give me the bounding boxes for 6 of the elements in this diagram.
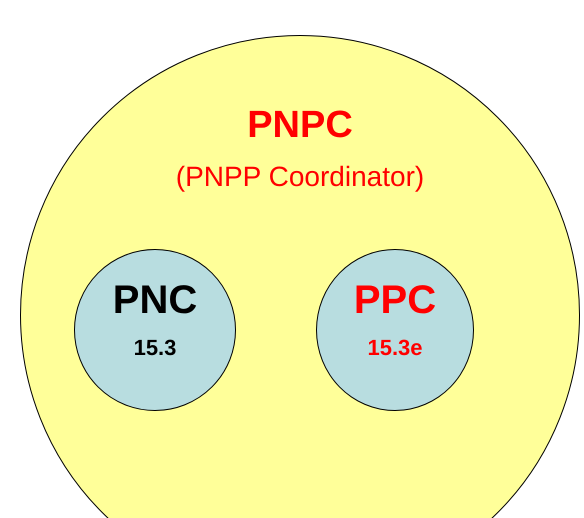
subtitle-text: (PNPP Coordinator) xyxy=(176,161,424,193)
title-text: PNPC xyxy=(247,104,353,147)
node-label: PNC xyxy=(112,278,198,323)
node-label: PPC xyxy=(354,278,436,323)
node-number: 15.3 xyxy=(134,335,176,361)
node-number: 15.3e xyxy=(367,335,423,361)
